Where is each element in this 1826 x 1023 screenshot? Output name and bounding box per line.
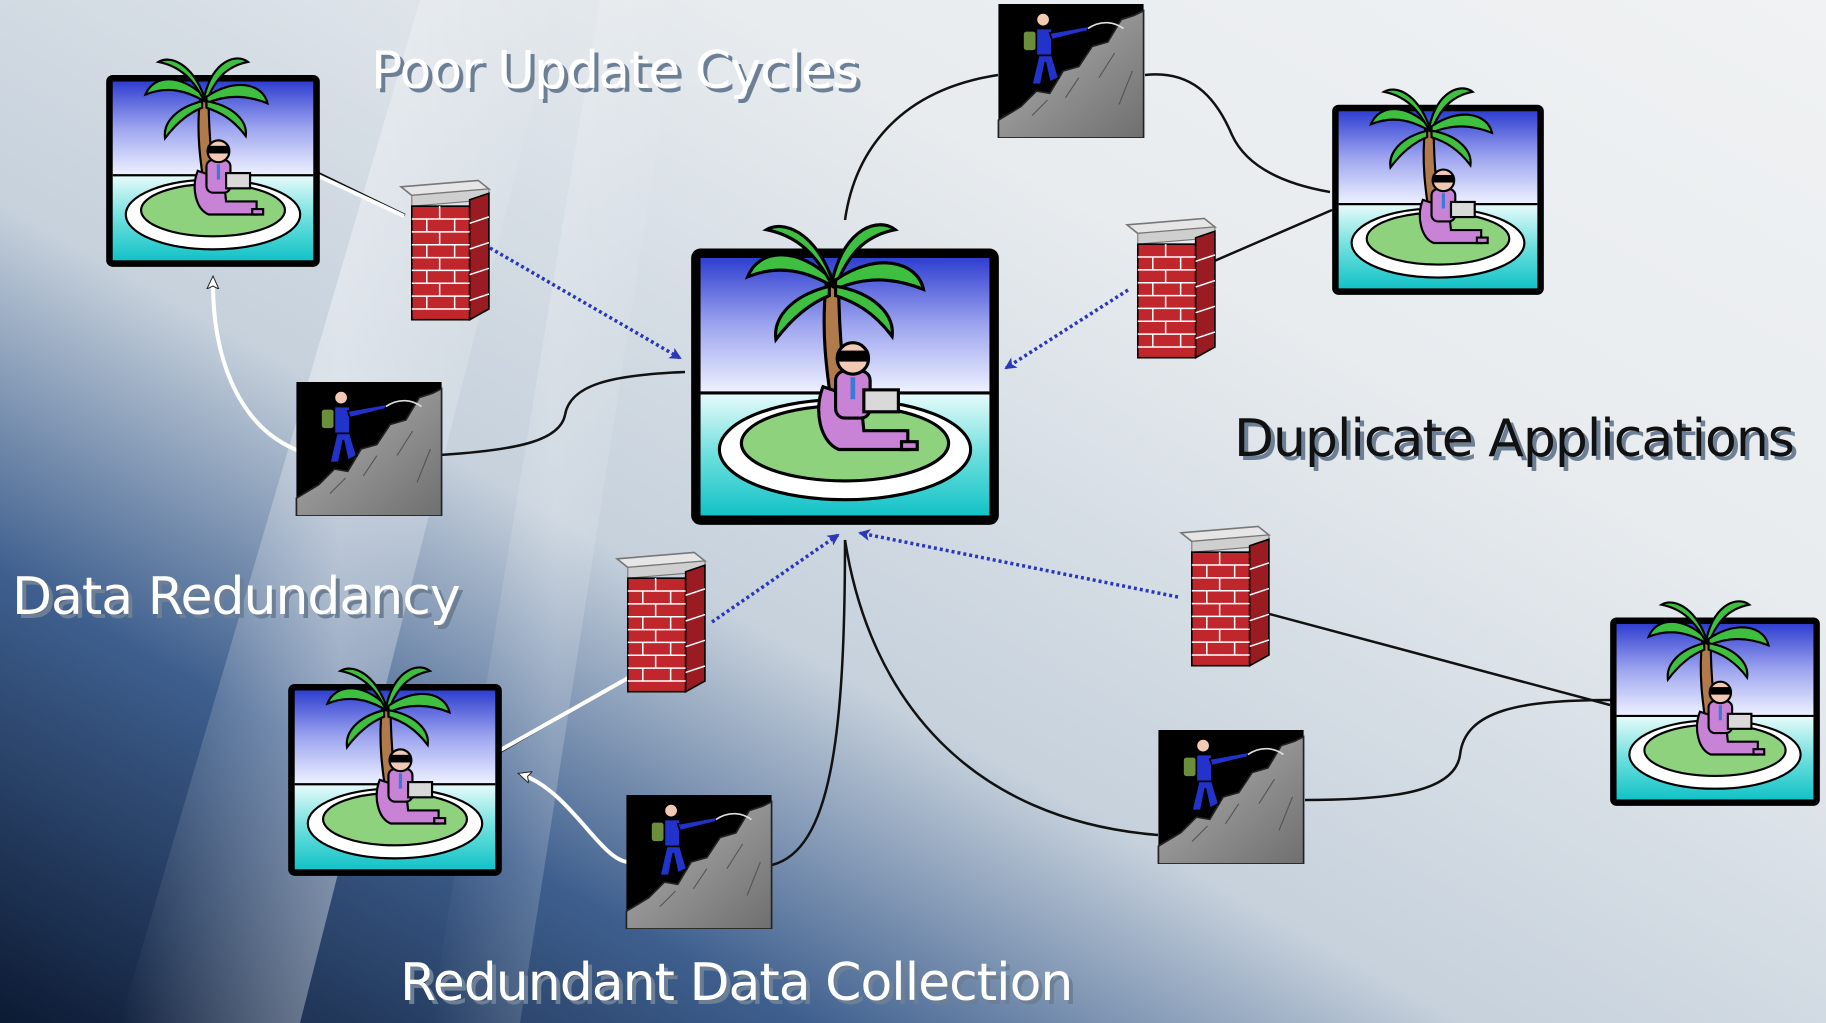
label-text: Data Redundancy	[12, 567, 460, 627]
white-arrow	[213, 278, 303, 454]
mountain-climber-icon	[1157, 730, 1305, 864]
dotted-arrow	[489, 246, 682, 360]
mountain-climber-icon	[625, 795, 773, 929]
svg-text:Redundant Data Collection: Redundant Data Collection	[404, 957, 1076, 1017]
label-redundant-data-collection: Redundant Data Collection Redundant Data…	[400, 953, 1077, 1017]
label-text: Redundant Data Collection	[400, 953, 1072, 1013]
island-with-palm-tree-icon	[691, 225, 999, 525]
connector-line	[1261, 610, 1611, 707]
connector-line	[1211, 208, 1333, 264]
label-poor-update-cycles: Poor Update Cycles Poor Update Cycles	[371, 41, 863, 105]
connector-line	[439, 370, 686, 457]
white-arrow	[309, 170, 405, 218]
label-text: Poor Update Cycles	[371, 41, 858, 101]
brick-wall-icon	[400, 179, 490, 321]
svg-text:Poor Update Cycles: Poor Update Cycles	[375, 45, 862, 105]
brick-wall-icon	[1180, 525, 1270, 667]
connector-line	[1144, 73, 1331, 194]
white-arrows	[213, 170, 629, 864]
mountain-climber-icon	[997, 4, 1145, 138]
dotted-arrow	[711, 533, 840, 624]
island-with-palm-tree-icon	[1330, 86, 1546, 297]
brick-wall-icon	[616, 551, 706, 693]
svg-text:Duplicate Applications: Duplicate Applications	[1238, 413, 1798, 473]
label-duplicate-applications: Duplicate Applications Duplicate Applica…	[1234, 409, 1799, 473]
connector-line	[843, 73, 999, 221]
dotted-arrow	[1004, 288, 1129, 370]
dotted-arrows	[489, 246, 1179, 624]
white-arrow	[520, 774, 629, 864]
brick-wall-icon	[1126, 217, 1216, 359]
connector-line	[1304, 698, 1613, 802]
white-arrow	[496, 676, 629, 754]
dotted-arrow	[858, 529, 1179, 599]
label-text: Duplicate Applications	[1234, 409, 1794, 469]
label-data-redundancy: Data Redundancy Data Redundancy	[12, 567, 465, 631]
connector-line	[771, 539, 847, 867]
island-with-palm-tree-icon	[286, 665, 504, 878]
island-with-palm-tree-icon	[104, 56, 322, 269]
mountain-climber-icon	[295, 382, 443, 516]
connector-line	[843, 539, 1159, 837]
svg-text:Data Redundancy: Data Redundancy	[16, 571, 464, 631]
island-with-palm-tree-icon	[1608, 599, 1822, 808]
